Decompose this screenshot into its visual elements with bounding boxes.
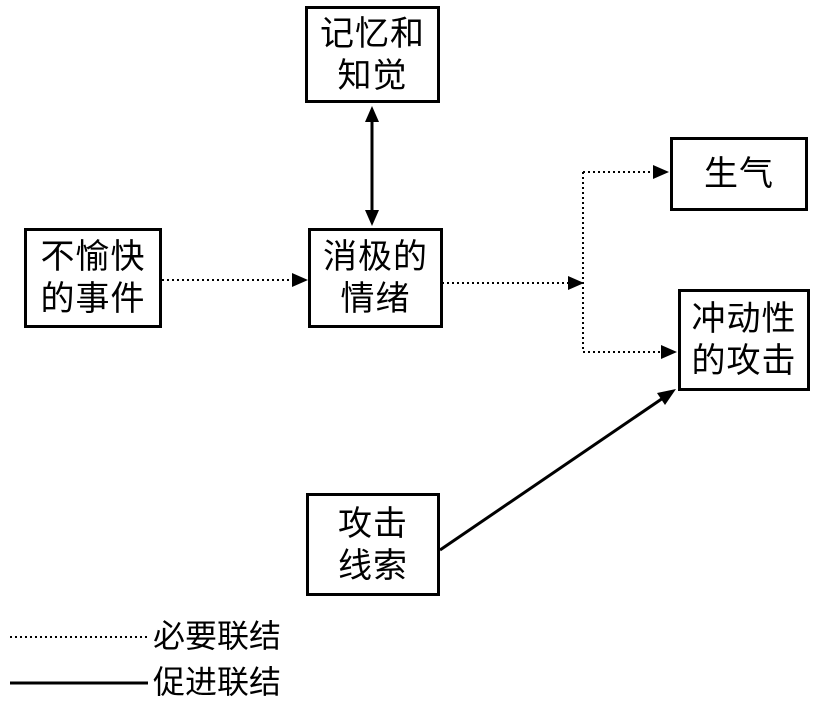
node-memory-perception: 记忆和 知觉 [305,6,440,103]
node-negative-line2: 情绪 [340,279,411,319]
arrowhead-angry [653,165,669,179]
edge-cues-aggression [439,394,667,552]
legend-dotted-label: 必要联结 [153,617,282,655]
node-aggression-line2: 的攻击 [691,341,797,381]
node-angry-line1: 生气 [704,154,774,194]
arrowhead-up [365,106,379,122]
arrowhead-junction [568,276,584,290]
node-unpleasant-event: 不愉快 的事件 [24,228,162,328]
arrowhead-unpleasant-negative [292,273,308,287]
node-unpleasant-line2: 的事件 [40,279,146,319]
node-aggression-line1: 冲动性 [691,299,797,339]
node-memory-line2: 知觉 [337,55,408,96]
node-negative-line1: 消极的 [323,237,428,277]
legend-solid-label: 促进联结 [153,663,282,701]
arrowhead-cues-aggression [657,389,676,405]
arrowhead-aggression [661,345,677,359]
node-memory-line1: 记忆和 [320,13,425,54]
node-unpleasant-line1: 不愉快 [40,237,146,277]
node-negative-emotion: 消极的 情绪 [308,228,443,328]
node-angry: 生气 [670,137,808,211]
node-impulsive-aggression: 冲动性 的攻击 [678,289,810,391]
node-aggression-cues: 攻击 线索 [306,493,440,596]
arrowhead-down [365,210,379,226]
node-cues-line1: 攻击 [338,503,408,544]
node-cues-line2: 线索 [338,545,408,586]
